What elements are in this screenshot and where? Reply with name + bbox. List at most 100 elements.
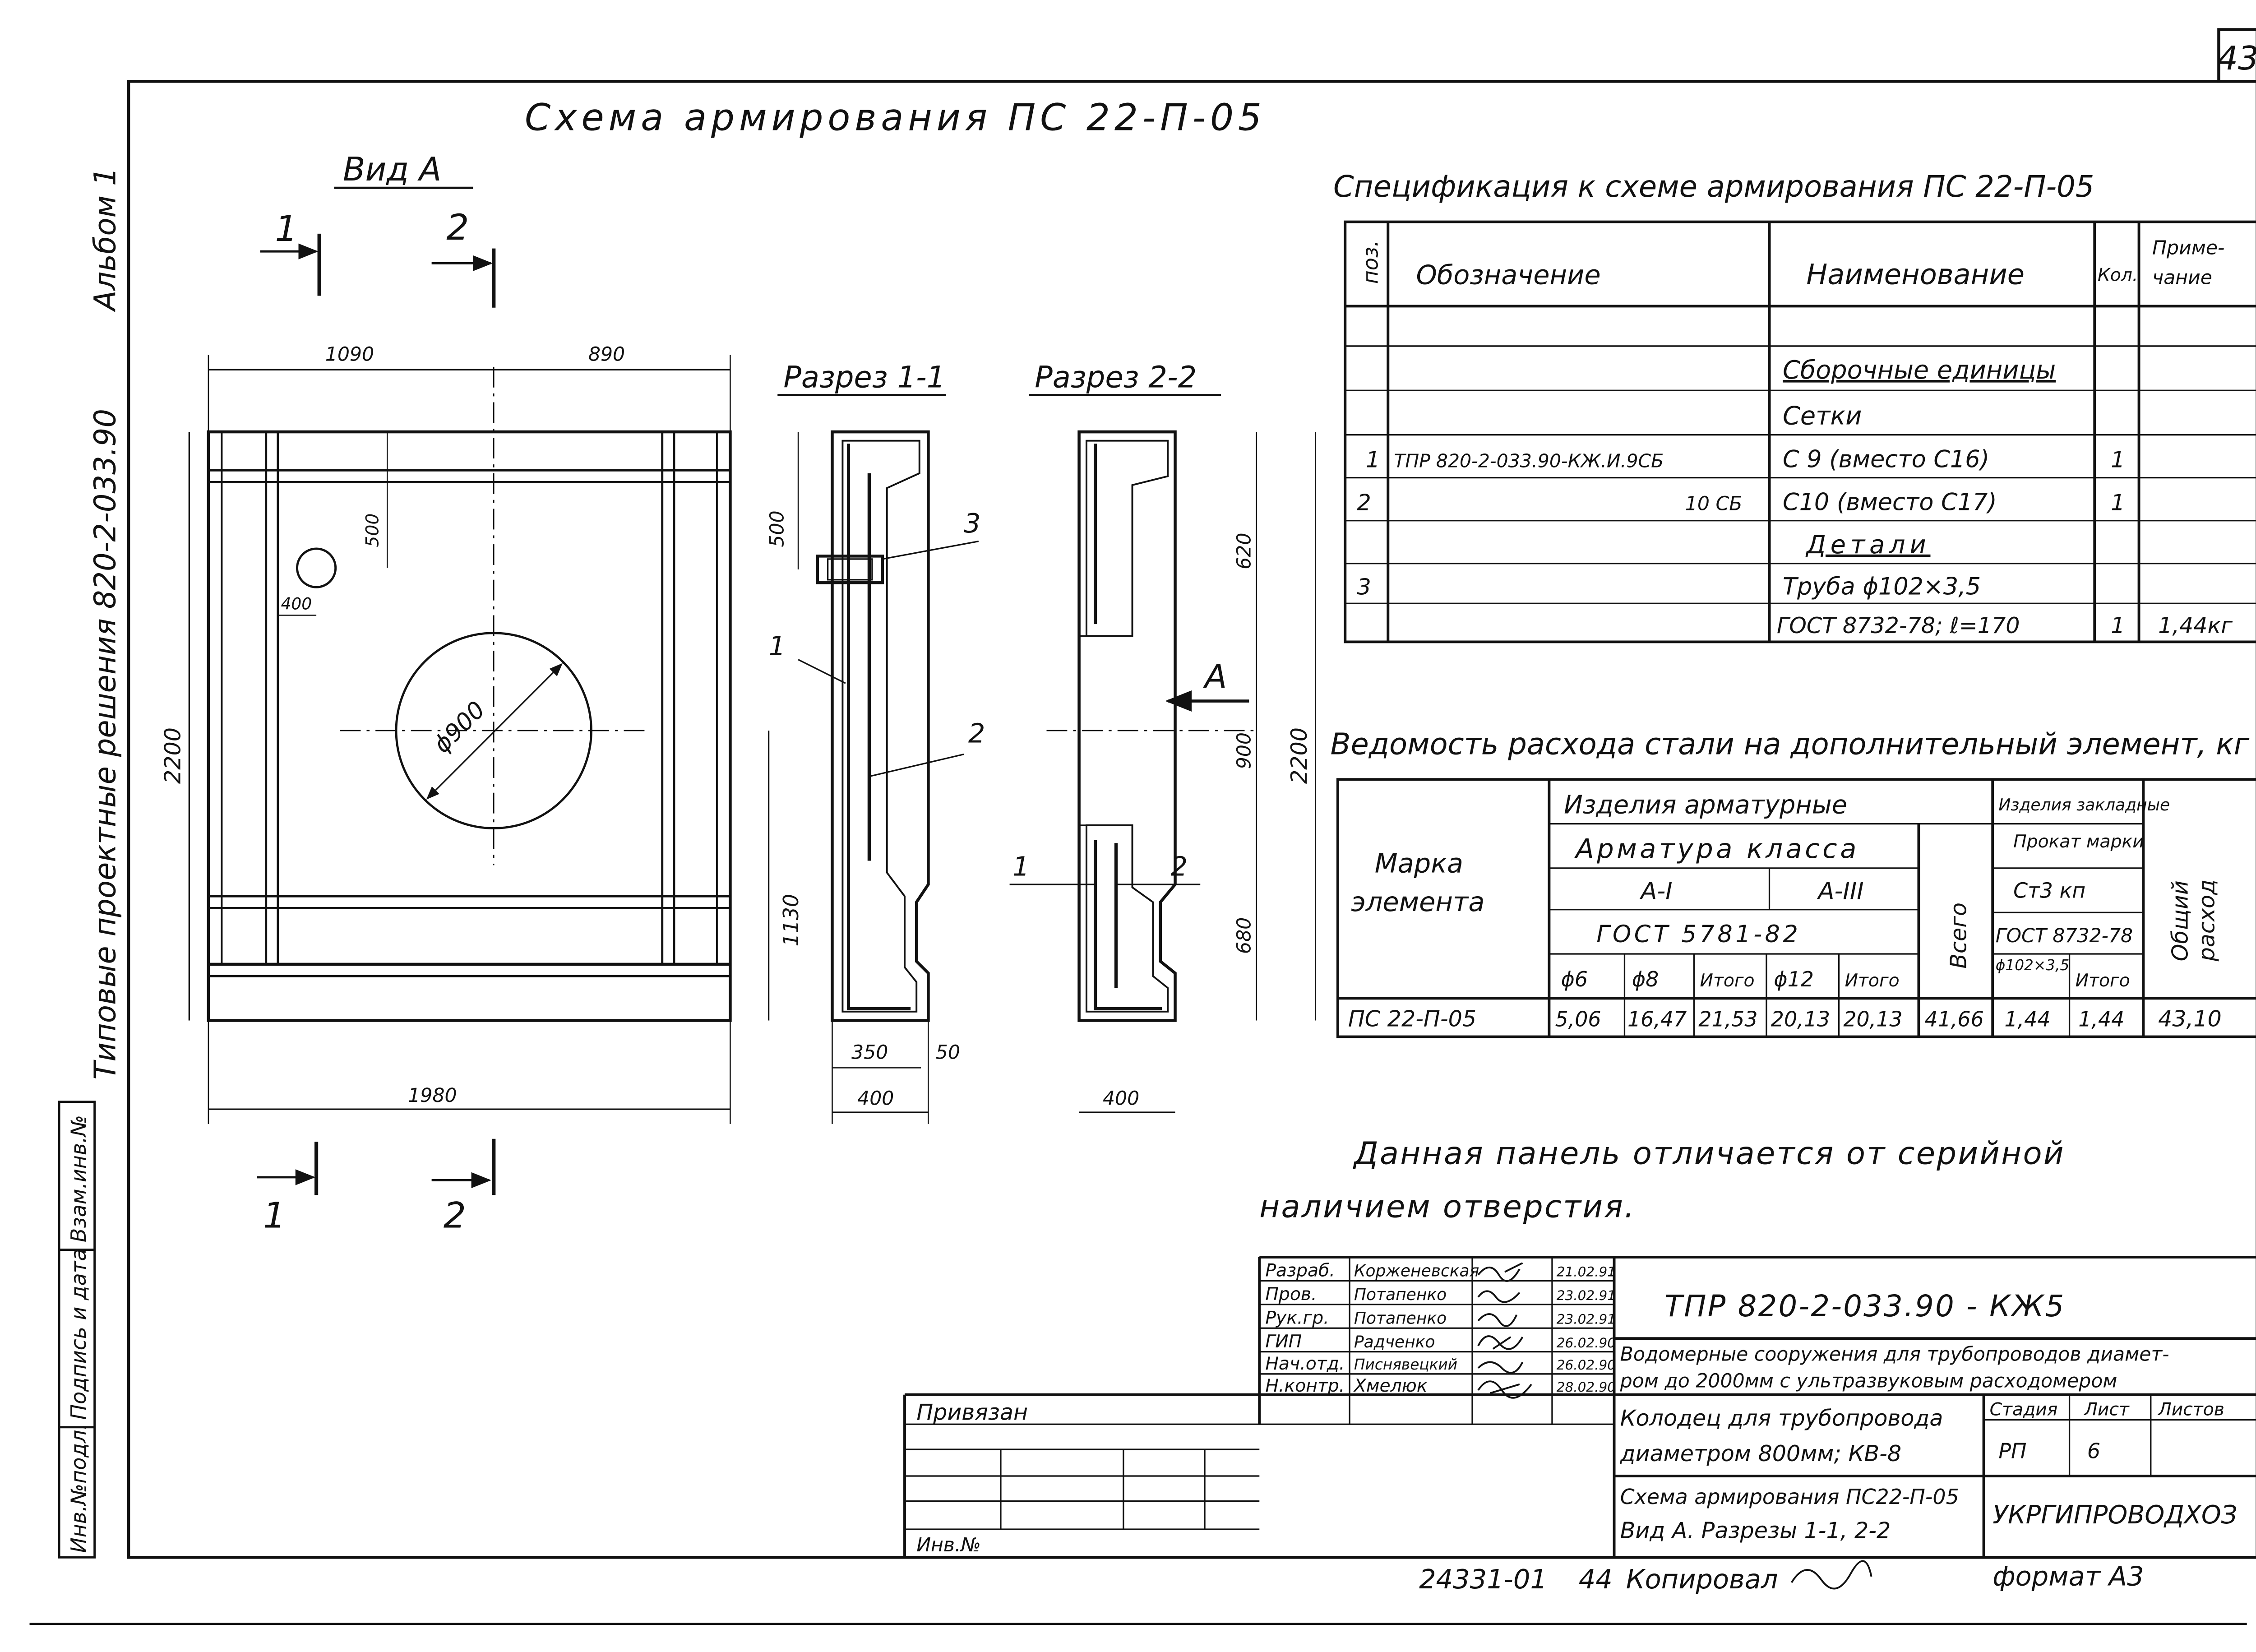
steel-head-gost: ГОСТ 5781-82: [1596, 921, 1801, 948]
stamp-stage-header: Стадия: [1990, 1400, 2058, 1420]
section-1-1: Разрез 1-1 500 350 50 400 1 2 3: [766, 361, 985, 1124]
stamp-sheet-title-2: Вид А. Разрезы 1-1, 2-2: [1620, 1518, 1891, 1544]
spec-head-name: Наименование: [1806, 258, 2025, 291]
steel-row-value: 1,44: [2078, 1007, 2124, 1032]
stamp-date: 26.02.90: [1557, 1357, 1616, 1373]
stamp-name: Писнявецкий: [1354, 1356, 1457, 1373]
stamp-name: Радченко: [1354, 1333, 1435, 1351]
series-label: Типовые проектные решения 820-2-033.90: [88, 409, 123, 1080]
steel-row-value: 20,13: [1843, 1007, 1902, 1032]
section-2-2: Разрез 2-2 А 620 900 680 2200 400 1 2: [1009, 361, 1317, 1113]
steel-head-a1: А-I: [1640, 878, 1673, 905]
drawing-title: Схема армирования ПС 22-П-05: [525, 96, 1266, 139]
spec-cell-pos: 3: [1357, 574, 1371, 600]
stamp-role: ГИП: [1265, 1332, 1302, 1352]
steel-sub-d8: ϕ8: [1632, 967, 1659, 991]
specification-table: Спецификация к схеме армирования ПС 22-П…: [1333, 170, 2256, 643]
steel-row-value: 21,53: [1698, 1007, 1757, 1032]
footer-sheet: 44: [1579, 1564, 1613, 1595]
steel-head-total: Общийрасход: [2167, 879, 2220, 962]
steel-title: Ведомость расхода стали на дополнительны…: [1331, 727, 2250, 762]
steel-row-mark: ПС 22-П-05: [1348, 1006, 1476, 1032]
footer-format: формат А3: [1992, 1560, 2144, 1592]
spec-title: Спецификация к схеме армирования ПС 22-П…: [1333, 170, 2094, 204]
stamp-role: Н.контр.: [1265, 1376, 1345, 1396]
spec-cell-qty: 1: [2111, 490, 2125, 516]
steel-row-value: 20,13: [1771, 1007, 1830, 1032]
stamp-date: 28.02.90: [1557, 1379, 1616, 1395]
steel-row-value: 16,47: [1627, 1007, 1687, 1032]
s2-dim-width: 400: [1103, 1087, 1139, 1110]
stamp-stage: РП: [1998, 1439, 2026, 1463]
stamp-sheets-header: Листов: [2157, 1400, 2224, 1420]
stamp-role: Пров.: [1265, 1284, 1317, 1305]
cut-mark: 2: [446, 207, 469, 248]
dim-width: 1980: [408, 1084, 457, 1107]
spec-cell-designation: ТПР 820-2-033.90-КЖ.И.9СБ: [1394, 450, 1664, 472]
stamp-project: Водомерные сооружения для трубопроводов …: [1620, 1343, 2169, 1392]
s2-callout-1: 1: [1012, 851, 1030, 882]
spec-cell-pos: 2: [1357, 490, 1371, 516]
s1-dim-top: 500: [766, 510, 788, 547]
spec-head-note: Приме-: [2152, 237, 2224, 259]
stamp-name: Потапенко: [1354, 1286, 1447, 1304]
margin-cell-1: Взам.инв.№: [66, 1115, 91, 1242]
spec-cell-qty: 1: [2111, 612, 2125, 639]
signatures: [1477, 1262, 1532, 1399]
view-a: Вид А 1 2 1 2 ϕ900: [160, 151, 803, 1236]
stamp-inventory: Инв.№: [916, 1534, 981, 1556]
spec-cell-designation: 10 СБ: [1685, 493, 1743, 515]
stamp-sheet-number: 6: [2087, 1439, 2100, 1463]
stamp-object-2: диаметром 800мм; КВ-8: [1620, 1440, 1901, 1467]
spec-cell-name: ГОСТ 8732-78; ℓ=170: [1777, 612, 2020, 639]
stamp-code: ТПР 820-2-033.90 - КЖ5: [1664, 1289, 2066, 1323]
stamp-sheet-title-1: Схема армирования ПС22-П-05: [1620, 1485, 1959, 1509]
steel-head-grade: Ст3 кп: [2013, 878, 2085, 902]
frame: [29, 28, 2256, 1625]
s2-dim-middle: 900: [1233, 732, 1256, 769]
steel-head-vsego: Всего: [1945, 902, 1971, 969]
spec-cell-name: Детали: [1805, 530, 1930, 560]
spec-head-pos: поз.: [1358, 240, 1382, 284]
steel-row-value: 5,06: [1555, 1007, 1601, 1032]
page-number: 43: [2217, 40, 2256, 78]
callout-1: 1: [769, 630, 786, 662]
s2-dim-total: 2200: [1286, 727, 1312, 784]
steel-table: Ведомость расхода стали на дополнительны…: [1331, 727, 2256, 1038]
steel-head-prokat: Прокат марки: [2013, 832, 2144, 852]
steel-head-pipe: ϕ102×3,5: [1996, 957, 2070, 974]
album-label: Альбом 1: [88, 167, 123, 312]
s2-dim-top: 620: [1233, 533, 1256, 569]
footer-signature: [1791, 1560, 1872, 1590]
steel-head-zaklad: Изделия закладные: [1998, 796, 2170, 814]
dim-height: 2200: [160, 727, 186, 784]
margin-cell-3: Инв.№подл.: [66, 1423, 91, 1553]
cut-mark: 1: [275, 208, 297, 250]
cut-mark: 1: [263, 1194, 286, 1236]
s2-dim-bottom: 680: [1233, 917, 1256, 954]
steel-row-value: 41,66: [1925, 1007, 1984, 1032]
steel-sub-itogo: Итого: [1845, 971, 1900, 991]
steel-head-a3: А-III: [1817, 878, 1864, 905]
stamp-bound: Привязан: [916, 1399, 1028, 1425]
s2-callout-2: 2: [1171, 851, 1188, 882]
spec-cell-pos: 1: [1366, 447, 1380, 473]
spec-cell-name: С10 (вместо С17): [1783, 489, 1997, 516]
s1-dim-b: 50: [936, 1041, 960, 1064]
dim-hole-x: 400: [281, 595, 312, 613]
stamp-name: Хмелюк: [1353, 1376, 1428, 1396]
callout-3: 3: [964, 508, 981, 539]
stamp-name: Потапенко: [1354, 1309, 1447, 1328]
spec-cell-name: Сетки: [1783, 402, 1862, 431]
steel-head-class: Арматура класса: [1574, 833, 1859, 864]
stamp-role: Рук.гр.: [1265, 1308, 1329, 1328]
left-margin: Альбом 1 Типовые проектные решения 820-2…: [58, 167, 123, 1559]
steel-sub-itogo: Итого: [2076, 971, 2130, 991]
stamp-date: 23.02.91: [1557, 1311, 1616, 1327]
steel-sub-d6: ϕ6: [1561, 967, 1588, 991]
stamp-organization: УКРГИПРОВОДХОЗ: [1992, 1500, 2237, 1530]
stamp-date: 23.02.91: [1557, 1288, 1616, 1303]
section-2-heading: Разрез 2-2: [1035, 361, 1197, 395]
dim-hole-y: 500: [363, 514, 383, 547]
